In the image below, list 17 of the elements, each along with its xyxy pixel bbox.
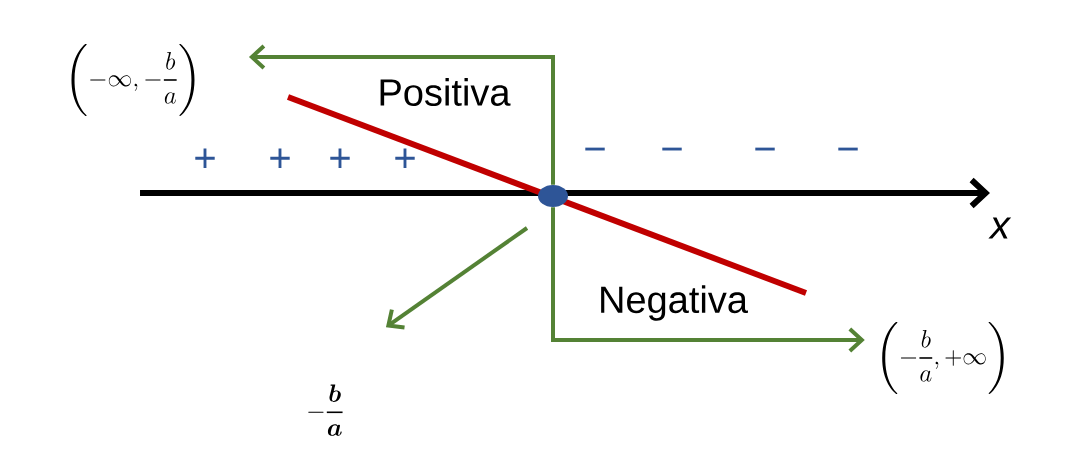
arrow bbox=[248, 44, 555, 185]
minus-sign: − bbox=[585, 147, 605, 151]
plus-sign: + bbox=[270, 148, 290, 168]
interval-formula: $-\frac{\boldsymbol{b}}{\boldsymbol{a}}$ bbox=[308, 384, 343, 436]
arrow bbox=[551, 207, 865, 353]
edge-label: Negativa bbox=[597, 284, 749, 322]
axis-label: x bbox=[988, 217, 1012, 239]
plus-sign: + bbox=[395, 148, 415, 168]
plus-sign: + bbox=[330, 148, 350, 168]
interval-formula: $\left(-\frac{b}{a},+\infty\right)$ bbox=[882, 322, 1004, 394]
plus-sign: + bbox=[195, 148, 215, 168]
minus-sign: − bbox=[662, 147, 682, 151]
minus-sign: − bbox=[838, 147, 858, 151]
minus-sign: − bbox=[755, 147, 775, 151]
root-point bbox=[538, 185, 568, 207]
interval-formula: $\left(-\infty,-\frac{b}{a}\right)$ bbox=[71, 44, 195, 116]
edge-label: Positiva bbox=[376, 77, 512, 107]
